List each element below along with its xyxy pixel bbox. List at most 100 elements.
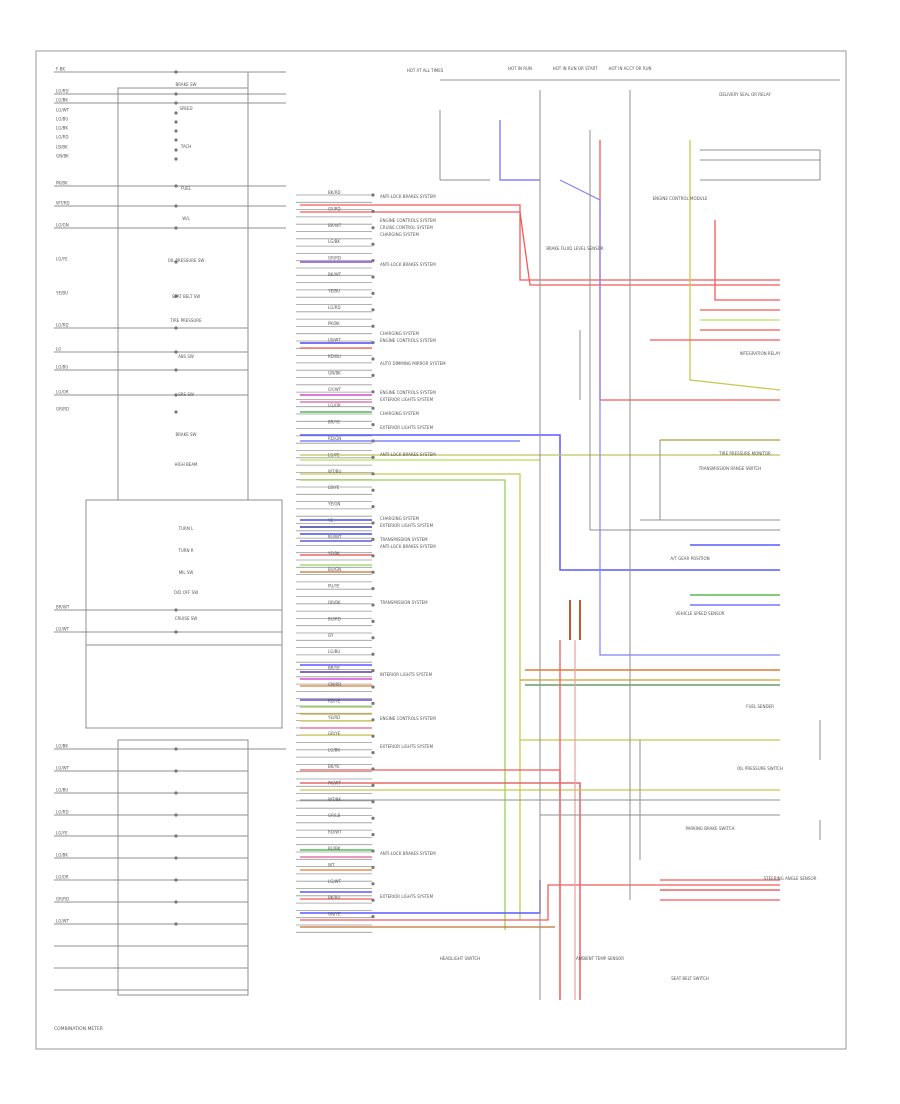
left-pin-label: PK/BK	[56, 181, 68, 186]
system-reference-label: ANTI-LOCK BRAKES SYSTEM	[380, 851, 436, 856]
meter-component-label: SRS SW	[178, 392, 194, 397]
component-label: VEHICLE SPEED SENSOR	[675, 611, 724, 616]
system-reference-label: ANTI-LOCK BRAKES SYSTEM	[380, 544, 436, 549]
left-pin-label: LG/WT	[56, 627, 70, 632]
left-pin-label: LG/RD	[56, 135, 69, 140]
system-reference-label: INTERIOR LIGHTS SYSTEM	[380, 672, 433, 677]
system-reference-label: TRANSMISSION SYSTEM	[379, 600, 428, 605]
system-reference-label: ANTI-LOCK BRAKES SYSTEM	[380, 262, 436, 267]
connector-pin-dot	[371, 275, 375, 279]
wire-color-label: BU/GN	[328, 567, 341, 572]
connector-pin-dot	[371, 390, 375, 394]
splice-dot	[174, 111, 178, 115]
left-pin-label: LG/RD	[56, 89, 69, 94]
splice-dot	[174, 813, 178, 817]
left-pin-label: F-BK	[56, 67, 65, 72]
meter-component-label: OIL PRESSURE SW	[168, 258, 205, 263]
left-pin-label: LG/BU	[56, 117, 68, 122]
wire-color-label: GN/RD	[328, 682, 341, 687]
wire-color-label: YE/BK	[327, 551, 340, 556]
meter-component-label: O/D OFF SW	[174, 590, 198, 595]
left-pin-label: LG/BK	[56, 744, 68, 749]
component-label: AMBIENT TEMP SENSOR	[576, 956, 624, 961]
wire-color-label: LG/BU	[328, 649, 340, 654]
connector-pin-dot	[371, 898, 375, 902]
component-label: PARKING BRAKE SWITCH	[685, 826, 734, 831]
system-reference-label: EXTERIOR LIGHTS SYSTEM	[380, 744, 434, 749]
connector-pin-dot	[371, 767, 375, 771]
component-label: HEADLIGHT SWITCH	[440, 956, 480, 961]
system-reference-label: ENGINE CONTROLS SYSTEM	[380, 390, 436, 395]
wire-color-label: LG/BK	[328, 748, 340, 753]
splice-dot	[174, 630, 178, 634]
wire-color-label: BR/YE	[328, 666, 340, 671]
left-pin-label: LG/WT	[56, 919, 70, 924]
left-pin-label: LG/GN	[56, 223, 69, 228]
wire-color-label: GN/BK	[328, 370, 341, 375]
system-reference-label: CHARGING SYSTEM	[380, 411, 419, 416]
splice-dot	[174, 157, 178, 161]
connector-pin-dot	[371, 537, 375, 542]
splice-dot	[174, 834, 178, 838]
connector-pin-dot	[371, 570, 375, 574]
connector-pin-dot	[371, 718, 375, 722]
wire-color-label: LB/YE	[328, 485, 340, 490]
connector-pin-dot	[371, 455, 375, 459]
meter-component-label: SEAT BELT SW	[172, 294, 200, 299]
component-label: FUEL SENDER	[746, 704, 774, 709]
splice-dot	[174, 410, 178, 414]
system-reference-label: EXTERIOR LIGHTS SYSTEM	[380, 425, 434, 430]
left-pin-label: LG/YE	[56, 831, 68, 836]
connector-pin-dot	[371, 357, 375, 361]
connector-pin-dot	[371, 882, 375, 886]
connector-pin-dot	[371, 505, 375, 509]
left-pin-label: LG/OR	[56, 875, 69, 880]
left-pin-label: LG/OR	[56, 390, 69, 395]
connector-pin-dot	[371, 472, 375, 476]
wire-color-label: BR/YE	[328, 420, 340, 425]
system-reference-label: CHARGING SYSTEM	[380, 331, 419, 336]
wire-color-label: GY/RD	[328, 206, 341, 211]
connector-pin-dot	[371, 554, 375, 558]
component-label: HOT IN ACCY OR RUN	[608, 66, 651, 71]
connector-pin-dot	[371, 193, 375, 197]
system-reference-label: EXTERIOR LIGHTS SYSTEM	[380, 894, 434, 899]
splice-dot	[174, 184, 178, 188]
connector-pin-dot	[371, 259, 375, 263]
wire-color-label: LG/WT	[328, 879, 342, 884]
wire-color-label: RD/WT	[328, 830, 342, 835]
splice-dot	[174, 92, 178, 96]
meter-component-label: W/L	[182, 216, 190, 221]
left-pin-label: LG/RD	[56, 810, 69, 815]
left-bus-lines	[54, 71, 286, 991]
wire-color-label: LG/OR	[328, 403, 341, 408]
connector-pin-dot	[371, 701, 375, 706]
connector-pin-dot	[371, 341, 375, 345]
component-label: HOT IN RUN	[508, 66, 532, 71]
meter-component-label: BRAKE SW	[175, 432, 196, 437]
splice-dot	[174, 326, 178, 330]
meter-component-label: SPEED	[179, 106, 192, 111]
left-pin-label: LG	[56, 347, 61, 352]
meter-component-label: TACH	[180, 144, 192, 149]
connector-pin-dot	[371, 865, 375, 870]
component-label: TIRE PRESSURE MONITOR	[718, 451, 771, 456]
system-reference-label: CHARGING SYSTEM	[380, 232, 419, 237]
wire-color-label: YE	[327, 518, 333, 523]
connector-pin-dot	[371, 636, 375, 640]
connector-pin-dot	[371, 423, 375, 427]
connector-pin-dot	[371, 751, 375, 755]
wire-color-label: BU/WT	[328, 534, 342, 539]
splice-dot	[174, 260, 178, 264]
splice-dot	[174, 608, 178, 612]
connector-pin-dot	[371, 521, 375, 525]
wire-color-label: WT/BU	[328, 469, 341, 474]
wire-color-label: PU/YE	[328, 584, 340, 589]
splice-dot	[174, 878, 178, 882]
connector-pin-dot	[371, 849, 375, 853]
connector-pin-dot	[371, 619, 375, 624]
system-reference-label: ENGINE CONTROLS SYSTEM	[380, 716, 436, 721]
gray-right-wiring	[300, 79, 840, 1000]
